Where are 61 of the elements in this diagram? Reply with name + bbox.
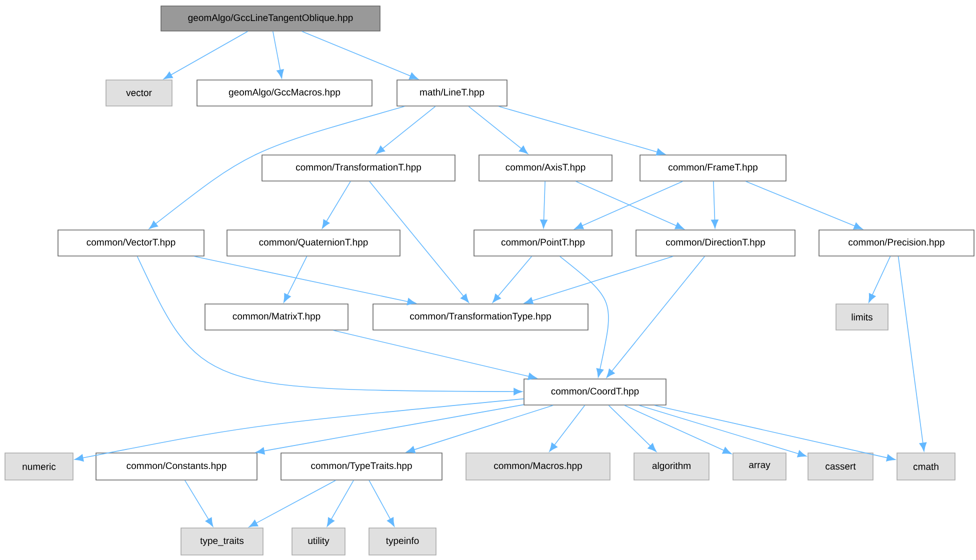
header-file-box: common/AxisT.hpp [478,154,612,182]
arrow [745,181,863,230]
header-file-box: common/PointT.hpp [474,230,612,256]
arrow [332,330,538,380]
arrow [549,405,586,452]
arrow [524,256,674,304]
arrow [74,398,524,462]
header-file-box: geomAlgo/GccMacros.hpp [196,80,372,106]
arrow [638,405,807,458]
arrow [498,106,666,156]
arrow [540,181,548,228]
header-file-box: common/Precision.hpp [818,230,974,256]
arrow [326,480,354,527]
arrow [376,106,436,154]
system-header-box: limits [836,304,888,330]
system-header-box: numeric [4,452,74,480]
system-header-box: cmath [896,452,956,480]
arrow [148,106,405,230]
arrow [468,106,528,154]
header-file-box: common/CoordT.hpp [524,378,666,406]
source-file-box: geomAlgo/GccLineTangentOblique.hpp [160,6,380,32]
arrow [248,480,336,528]
system-header-box: typeinfo [368,528,436,556]
arrow [492,256,532,303]
system-header-box: common/Macros.hpp [466,452,610,480]
header-file-box: common/FrameT.hpp [640,154,786,182]
arrow [654,405,896,462]
arrow [322,181,351,229]
header-file-box: common/MatrixT.hpp [204,304,348,330]
header-file-box: common/TransformationType.hpp [372,304,588,330]
arrow [868,256,891,303]
arrow [368,480,395,527]
arrow [608,405,657,452]
system-header-box: cassert [808,452,874,480]
header-file-box: common/VectorT.hpp [58,230,204,256]
header-file-box: math/LineT.hpp [396,80,508,106]
system-header-box: vector [106,80,172,106]
arrow [272,31,284,78]
system-header-box: array [732,452,786,480]
arrow [606,256,706,378]
arrow [369,181,469,303]
arrow [164,31,248,80]
arrow [624,405,732,454]
system-header-box: algorithm [634,452,710,480]
header-file-box: common/TypeTraits.hpp [280,452,442,480]
arrow [898,256,927,452]
header-file-box: common/DirectionT.hpp [636,230,796,256]
arrow [136,256,522,396]
arrow [194,256,416,306]
arrow [560,256,609,378]
header-file-box: common/Constants.hpp [96,452,258,480]
arrow [302,31,418,80]
arrow [256,404,524,455]
header-file-box: common/QuaternionT.hpp [226,230,400,256]
arrow [406,405,554,454]
system-header-box: utility [292,528,346,556]
arrow [711,181,718,228]
header-file-box: common/TransformationT.hpp [262,154,456,182]
system-header-box: type_traits [180,528,264,556]
arrow [284,256,308,303]
arrow [184,480,214,527]
